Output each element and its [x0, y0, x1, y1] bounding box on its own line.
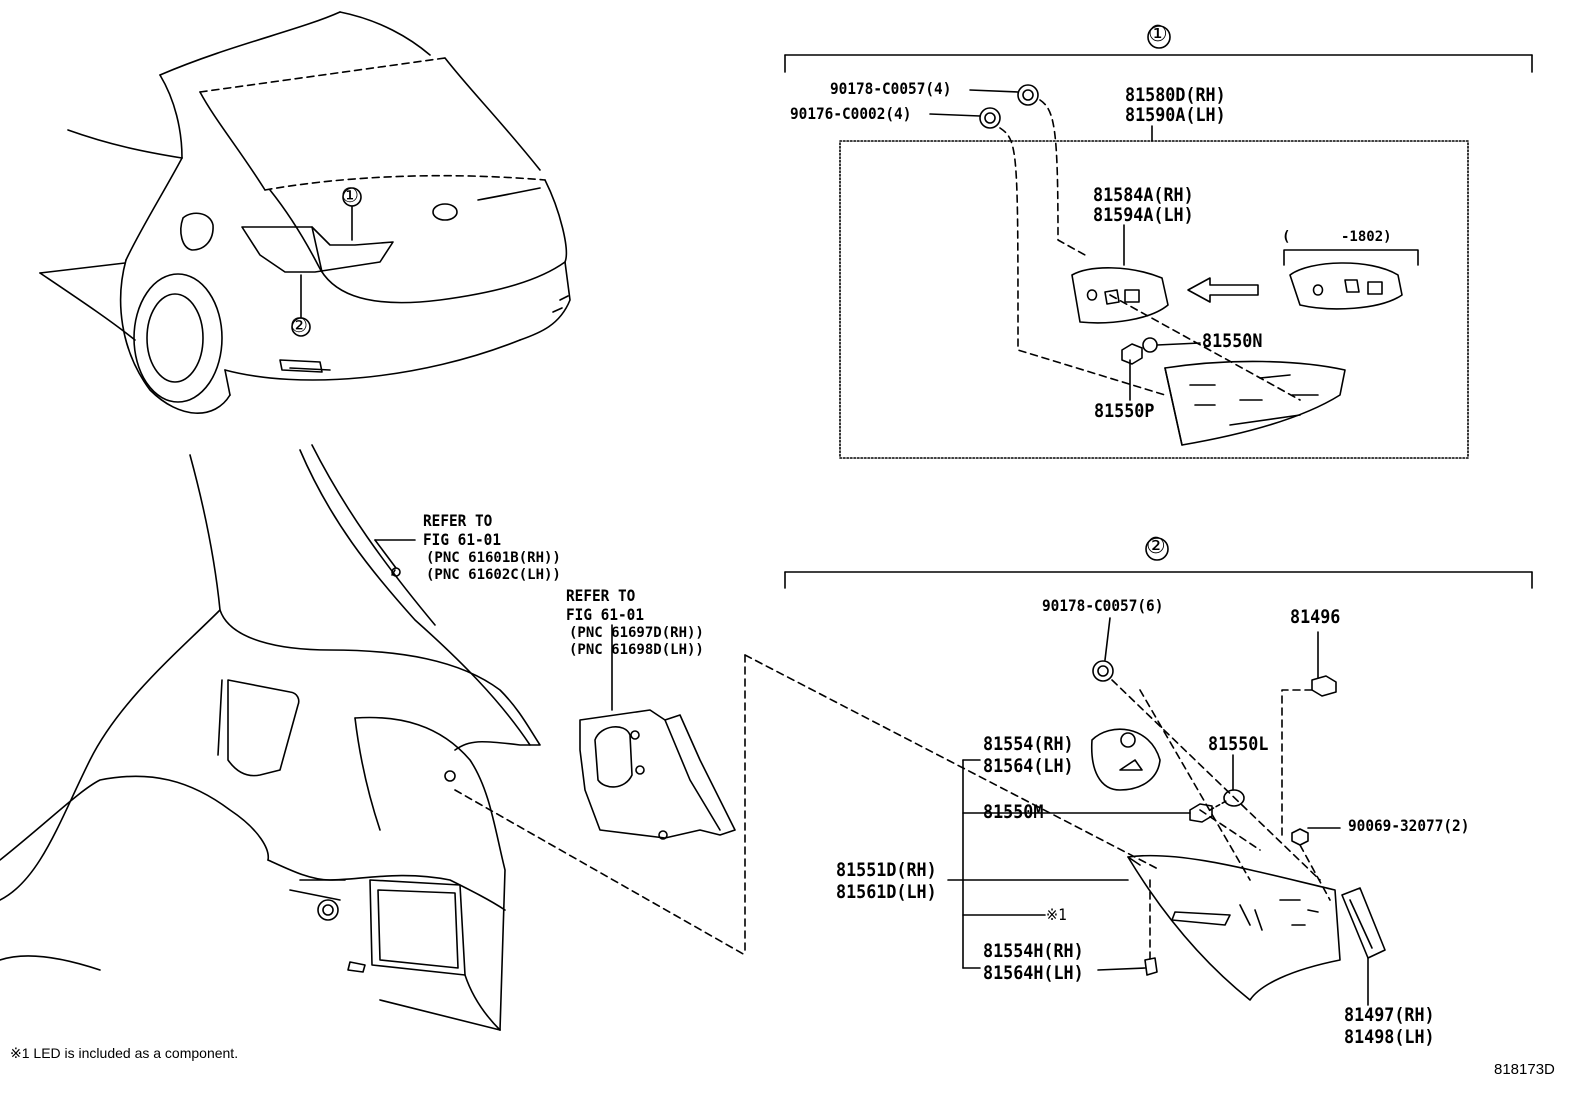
refer-a-line1: REFER TO — [423, 511, 493, 530]
figure-id: 818173D — [1494, 1061, 1555, 1078]
part-label-90178-c0057-g1: 90178-C0057(4) — [830, 79, 952, 98]
part-label-81561d-lh: 81561D(LH) — [836, 881, 937, 903]
car-callout-1: ① — [341, 183, 359, 207]
part-label-81550n: 81550N — [1202, 330, 1263, 352]
part-label-81498-lh: 81498(LH) — [1344, 1026, 1435, 1048]
part-label-81550m: 81550M — [983, 801, 1044, 823]
part-label-81594a-lh: 81594A(LH) — [1093, 204, 1194, 226]
group2-marker: ② — [1146, 534, 1166, 559]
refer-b-line2: FIG 61-01 — [566, 605, 645, 624]
group1-marker: ① — [1148, 22, 1168, 47]
reinforcement-bracket — [579, 624, 736, 840]
part-label-81584a-rh: 81584A(RH) — [1093, 184, 1194, 206]
part-label-90178-c0057-g2: 90178-C0057(6) — [1042, 596, 1164, 615]
part-label-81554-rh: 81554(RH) — [983, 733, 1074, 755]
part-label-81564-lh: 81564(LH) — [983, 755, 1074, 777]
refer-a-line4: (PNC 61602C(LH)) — [426, 567, 561, 583]
part-label-81497-rh: 81497(RH) — [1344, 1004, 1435, 1026]
refer-b-line1: REFER TO — [566, 586, 636, 605]
led-reference-mark: ※1 — [1046, 905, 1067, 924]
refer-b-line4: (PNC 61698D(LH)) — [569, 642, 704, 658]
group2-bracket — [784, 537, 1533, 589]
group1-bracket — [784, 25, 1533, 459]
group1-parts — [929, 84, 1419, 446]
car-callout-2: ② — [290, 313, 308, 337]
part-label-81551d-rh: 81551D(RH) — [836, 859, 937, 881]
footnote-led: ※1 LED is included as a component. — [10, 1045, 239, 1061]
part-label-81554h-rh: 81554H(RH) — [983, 940, 1084, 962]
part-label-81550p: 81550P — [1094, 400, 1155, 422]
part-label-90069-32077: 90069-32077(2) — [1348, 816, 1470, 835]
refer-a-line2: FIG 61-01 — [423, 530, 502, 549]
refer-b-line3: (PNC 61697D(RH)) — [569, 625, 704, 641]
car-rear-illustration — [39, 11, 571, 414]
part-label-90176-c0002: 90176-C0002(4) — [790, 104, 912, 123]
refer-a-line3: (PNC 61601B(RH)) — [426, 550, 561, 566]
old-gasket-date-range: ( -1802) — [1282, 229, 1392, 245]
part-label-81564h-lh: 81564H(LH) — [983, 962, 1084, 984]
part-label-81590a-lh: 81590A(LH) — [1125, 104, 1226, 126]
quarter-panel-illustration — [0, 444, 541, 1031]
part-label-81496: 81496 — [1290, 606, 1341, 628]
group2-parts — [454, 617, 1386, 1006]
part-label-81580d-rh: 81580D(RH) — [1125, 84, 1226, 106]
part-label-81550l: 81550L — [1208, 733, 1269, 755]
